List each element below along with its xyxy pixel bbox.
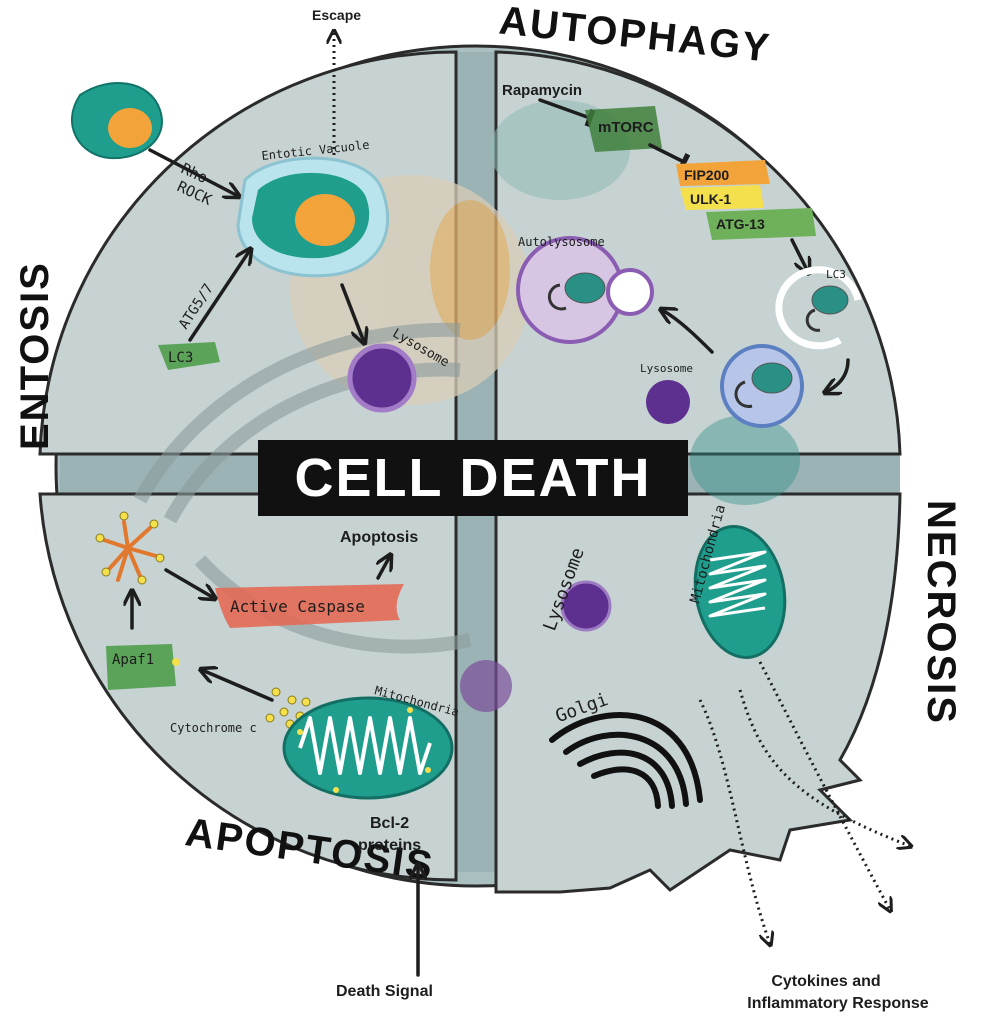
label-escape: Escape: [312, 7, 361, 23]
atg13-badge: [706, 208, 816, 240]
necrosis-quadrant: [494, 492, 902, 894]
label-death-signal: Death Signal: [336, 983, 433, 1000]
page-title: CELL DEATH: [295, 448, 652, 508]
golgi-apparatus: [549, 712, 703, 809]
label-rapamycin: Rapamycin: [502, 82, 582, 99]
label-apaf1: Apaf1: [112, 652, 154, 668]
necrosis-lysosome: [560, 580, 612, 632]
label-fip200: FIP200: [684, 167, 729, 183]
mtorc-badge: [585, 106, 662, 152]
title-banner: [258, 440, 688, 516]
fip200-badge: [676, 160, 770, 186]
autophagy-content: Rapamycin mTORC FIP200 ULK-1 ATG-13 LC3 …: [490, 82, 862, 505]
label-autophagy-lysosome: Lysosome: [640, 362, 693, 375]
label-cytokines-line1: Cytokines and: [771, 973, 880, 990]
entosis-lysosome: [347, 343, 417, 413]
apaf1-badge: [106, 644, 176, 690]
label-bcl2-line2: proteins: [358, 837, 421, 854]
label-mtorc: mTORC: [598, 119, 654, 136]
active-caspase-badge: [215, 584, 404, 628]
apoptosome: [102, 520, 158, 582]
label-cytokines-line2: Inflammatory Response: [747, 995, 928, 1012]
label-atg13: ATG-13: [716, 216, 765, 232]
label-lc3: LC3: [168, 350, 193, 366]
phagophore: [775, 266, 862, 350]
faint-lysosome: [460, 660, 512, 712]
label-autophagy-lc3: LC3: [826, 268, 846, 281]
lc3-badge: [158, 342, 220, 370]
invading-cell-nucleus: [108, 108, 152, 148]
apoptosis-content: Active Caspase Apoptosis Apaf1 Cytochrom…: [95, 511, 461, 1000]
label-active-caspase: Active Caspase: [230, 597, 365, 616]
quadrant-title-entosis: ENTOSIS: [13, 261, 57, 450]
label-bcl2-line1: Bcl-2: [370, 815, 409, 832]
autophagy-lysosome: [646, 380, 690, 424]
label-ulk1: ULK-1: [690, 191, 731, 207]
label-cytochrome-c: Cytochrome c: [170, 721, 257, 735]
entotic-cell-nucleus: [295, 194, 355, 246]
label-apoptosis: Apoptosis: [340, 529, 418, 546]
ulk1-badge: [680, 185, 764, 210]
cytokine-release-arrows: [698, 661, 910, 944]
cytochrome-c-dots: [265, 687, 311, 729]
quadrant-title-necrosis: NECROSIS: [919, 500, 963, 725]
label-autolysosome: Autolysosome: [518, 235, 605, 249]
